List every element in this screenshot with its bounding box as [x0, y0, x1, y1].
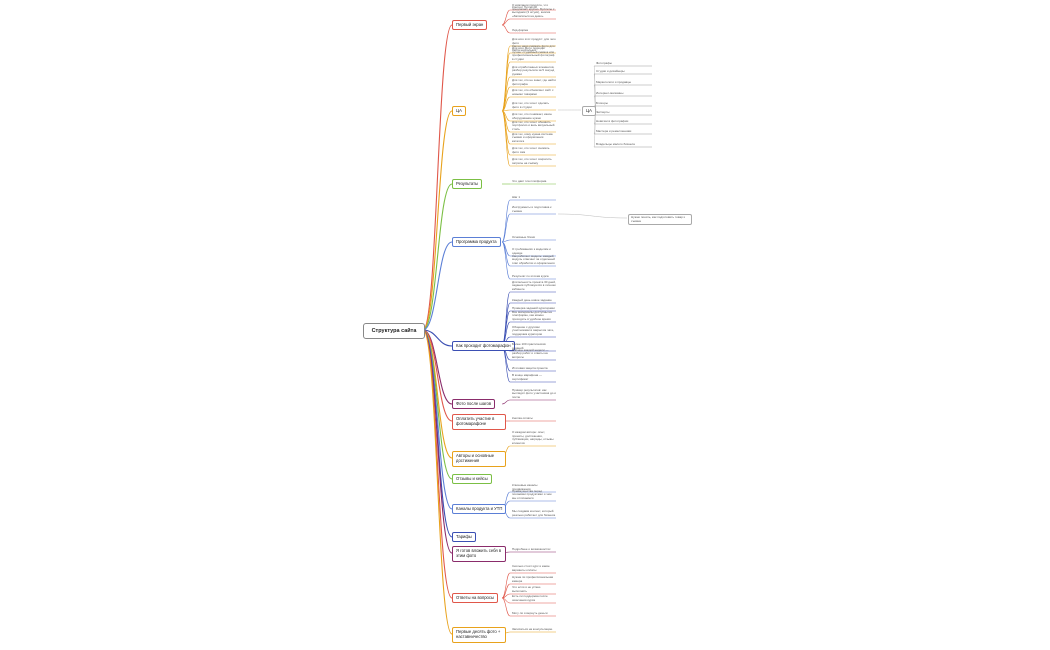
leaf-connector — [501, 199, 511, 243]
leaf-topic[interactable]: Для кого этот продукт: для чего фото — [512, 37, 556, 45]
branch-topic[interactable]: Первые десять фото + наставничество — [452, 626, 506, 643]
leaf-connector — [501, 61, 511, 112]
leaf-topic[interactable]: Итоговая защита проекта — [512, 365, 548, 370]
branch-connector — [422, 241, 453, 331]
leaf-connector — [501, 52, 511, 112]
branch-connector — [422, 329, 453, 635]
leaf-topic[interactable]: Как работает модель: каждый модуль отвеч… — [512, 253, 555, 265]
note-connector — [557, 213, 628, 219]
leaf-topic[interactable]: Для тех, кто хочет снимать фото сам — [512, 146, 550, 154]
leaf-topic[interactable]: Кнопка оплаты — [512, 415, 533, 420]
leaf-connector — [501, 110, 511, 167]
leaf-connector — [501, 241, 511, 280]
leaf-topic[interactable]: Пример результатов: как выглядят фото уч… — [512, 387, 556, 399]
subleaf-topic[interactable]: Блогеры — [596, 100, 608, 105]
leaf-topic[interactable]: Контент буллетов — [512, 4, 537, 9]
leaf-topic[interactable]: Нужна ли профессиональная камера — [512, 575, 554, 583]
branch-connector — [422, 329, 453, 347]
leaf-connector — [501, 18, 511, 26]
note-node[interactable]: Нужно понять, как подготовить товар к съ… — [628, 214, 692, 226]
subtopic-node[interactable]: ЦА — [582, 106, 596, 116]
leaf-topic[interactable]: Основные блоки — [512, 234, 536, 239]
leaf-topic[interactable]: Для тех, кто хочет сократить затраты на … — [512, 157, 552, 165]
leaf-connector — [501, 345, 511, 383]
leaf-topic[interactable]: Результат по итогам курса — [512, 273, 549, 278]
subleaf-topic[interactable]: Эксперты — [596, 109, 610, 114]
branch-topic[interactable]: Программа продукта — [452, 237, 501, 247]
leaf-topic[interactable]: Что даёт эта платформа — [512, 178, 547, 183]
branch-topic[interactable]: ЦА — [452, 106, 466, 116]
leaf-topic[interactable]: Сколько стоит курс и какие варианты опла… — [512, 564, 550, 572]
leaf-connector — [501, 291, 511, 347]
subleaf-topic[interactable]: Мастера и ремесленники — [596, 128, 632, 133]
leaf-topic[interactable]: Каждый день новое задание — [512, 297, 552, 302]
leaf-topic[interactable]: Проверка заданий кураторами — [512, 305, 555, 310]
leaf-connector — [501, 213, 511, 243]
branch-topic[interactable]: Как проходит фотомарафон — [452, 341, 515, 351]
leaf-topic[interactable]: Лид-форма — [512, 27, 528, 32]
leaf-connector — [501, 239, 511, 243]
leaf-topic[interactable]: Для тех, кто не знает, где найти фотогра… — [512, 78, 556, 86]
leaf-connector — [501, 9, 511, 26]
branch-connector — [422, 110, 453, 331]
leaf-topic[interactable]: В конце марафона — сертификат — [512, 373, 543, 381]
branch-topic[interactable]: Я готов вложить себя в этим фото — [452, 545, 506, 562]
subleaf-topic[interactable]: Фотографы — [596, 60, 612, 65]
leaf-connector — [501, 24, 511, 34]
leaf-topic[interactable]: Для тех, кому нужна система съёмки и офо… — [512, 131, 553, 143]
leaf-topic[interactable]: О компании продукте, что предлагает, кру… — [512, 3, 555, 18]
leaf-topic[interactable]: Длительность проекта 30 дней, задания пу… — [512, 279, 556, 291]
leaf-topic[interactable]: Подробнее о возможностях — [512, 546, 551, 551]
subleaf-topic[interactable]: Новички в фотографии — [596, 118, 629, 123]
leaf-connector — [501, 96, 511, 112]
leaf-topic[interactable]: Для тех, кто хочет сделать фото в студии — [512, 101, 550, 109]
leaf-topic[interactable]: Более 100 практических заданий — [512, 342, 546, 350]
branch-topic[interactable]: Оплатить участие в фотомарафоне — [452, 413, 506, 430]
leaf-topic[interactable]: В конце каждой недели — разбор работ и о… — [512, 347, 549, 359]
leaf-topic[interactable]: О требованиях к моделям и одежде — [512, 247, 551, 255]
root-topic[interactable]: Структура сайта — [363, 323, 425, 339]
leaf-topic[interactable]: Все материалы доступны на платформе, как… — [512, 309, 552, 321]
leaf-topic[interactable]: Могу ли я вернуть деньги — [512, 610, 548, 615]
leaf-topic[interactable]: О каждом авторе: опыт, проекты, достижен… — [512, 430, 554, 445]
branch-connector — [422, 329, 453, 554]
leaf-connector — [501, 110, 511, 156]
branch-topic[interactable]: Ответы на вопросы — [452, 593, 498, 603]
leaf-topic[interactable]: Ключевые каналы продвижения — [512, 483, 538, 491]
subleaf-topic[interactable]: Студии и дизайнеры — [596, 68, 625, 73]
leaf-topic[interactable]: Для тех, кто понимает, какое оборудовани… — [512, 112, 552, 120]
branch-connector — [422, 183, 453, 331]
branch-topic[interactable]: Тарифы — [452, 532, 476, 542]
branch-topic[interactable]: Каналы продукта и УТП — [452, 504, 507, 514]
subleaf-topic[interactable]: Маркетологи и продавцы — [596, 79, 632, 84]
leaf-topic[interactable]: Как не надо снимать фото для сайта неско… — [512, 44, 555, 52]
leaf-topic[interactable]: Преимущества перед похожими продуктами и… — [512, 488, 552, 500]
leaf-topic[interactable]: Для тех, кто обновляет сайт с новыми тов… — [512, 88, 554, 96]
leaf-topic[interactable]: Общение с другими участниками в закрытом… — [512, 324, 555, 336]
subleaf-topic[interactable]: Владельцы малого бизнеса — [596, 141, 635, 146]
subleaf-topic[interactable]: Интернет-магазины — [596, 90, 624, 95]
leaf-connector — [501, 399, 511, 405]
branch-topic[interactable]: Результаты — [452, 179, 483, 189]
leaf-topic[interactable]: Записаться на консультацию — [512, 626, 553, 631]
leaf-topic[interactable]: Что если я не успею выполнить — [512, 585, 541, 593]
branch-connector — [422, 329, 453, 599]
leaf-topic[interactable]: Инструменты и подготовка к съёмке — [512, 205, 552, 213]
branch-topic[interactable]: Первый экран — [452, 20, 488, 30]
branch-topic[interactable]: Авторы и основные достижения — [452, 450, 506, 467]
leaf-connector — [501, 302, 511, 347]
branch-topic[interactable]: Фото после шагов — [452, 399, 496, 409]
leaf-topic[interactable]: Для тех, кто хочет обновить портфолио и … — [512, 119, 555, 131]
branch-connector — [422, 24, 453, 331]
leaf-topic[interactable]: Шаг 1 — [512, 194, 521, 199]
leaf-topic[interactable]: Мы создаём контент, который реально рабо… — [512, 509, 556, 517]
leaf-topic[interactable]: Для кого фото подходит лучше: студийный … — [512, 46, 555, 61]
branch-topic[interactable]: Отзывы и кейсы — [452, 474, 492, 484]
leaf-topic[interactable]: Для отработанных элементов, разбор резул… — [512, 64, 555, 76]
leaf-connector — [501, 597, 511, 617]
leaf-topic[interactable]: Есть ли поддержка после окончания курса — [512, 594, 548, 602]
